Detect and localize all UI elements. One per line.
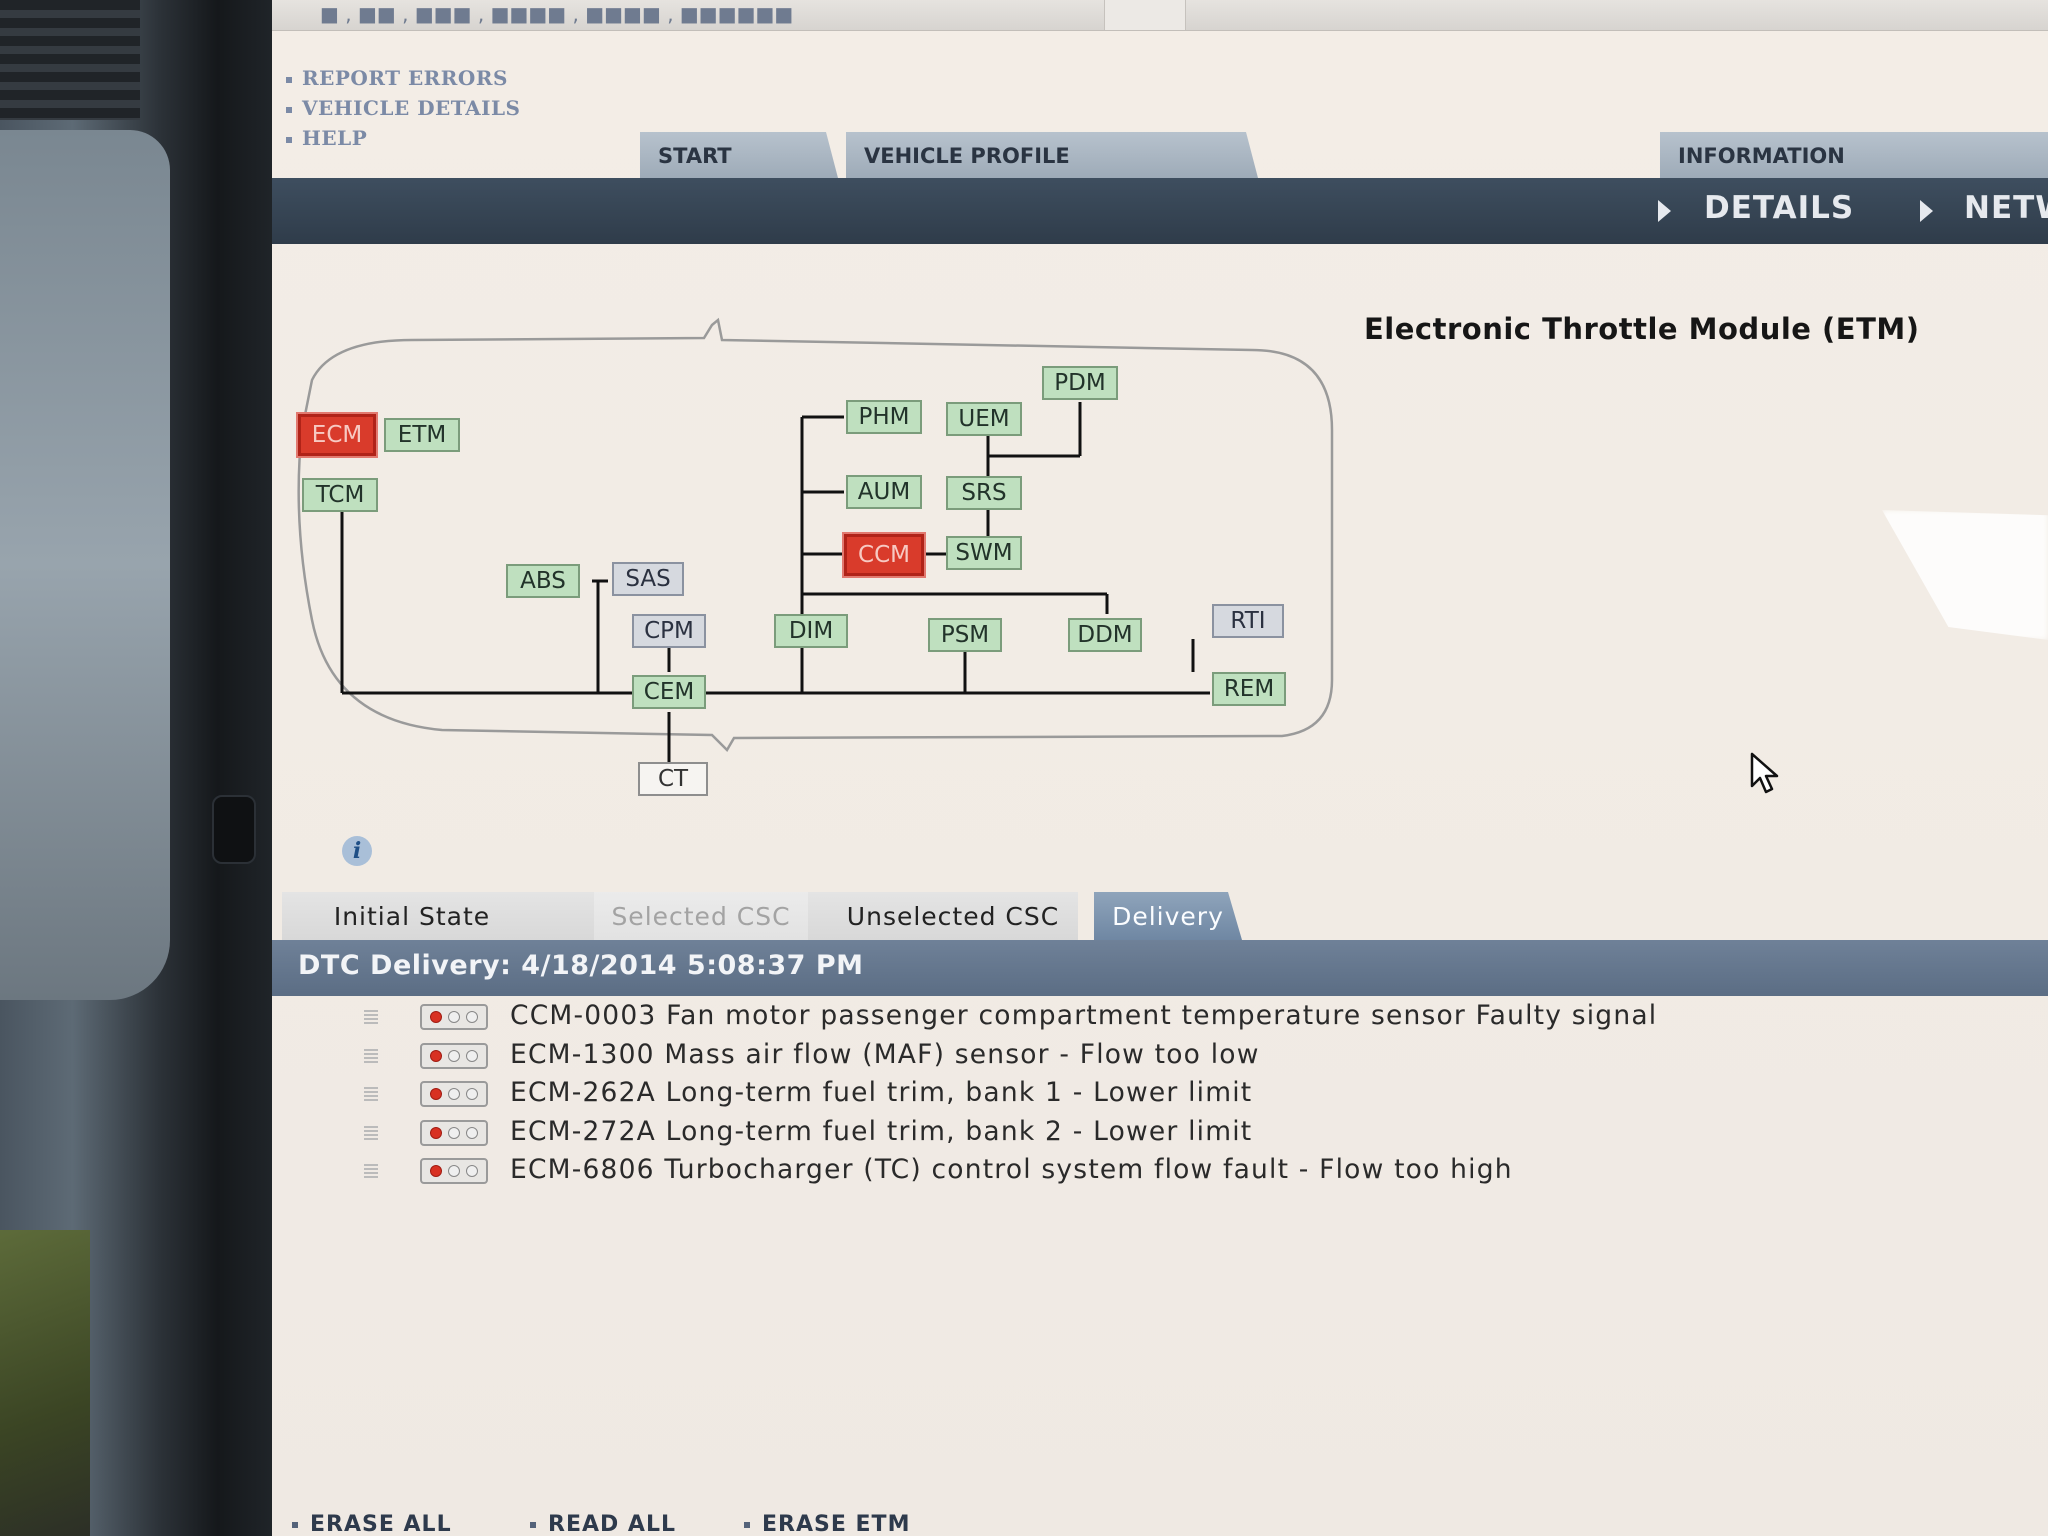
dtc-header-text: DTC Delivery: 4/18/2014 5:08:37 PM	[298, 950, 864, 981]
action-label: READ ALL	[548, 1512, 676, 1536]
node-cpm[interactable]: CPM	[632, 614, 706, 648]
bullet-icon	[292, 1522, 298, 1528]
drag-handle-icon[interactable]	[364, 1087, 378, 1101]
node-abs[interactable]: ABS	[506, 564, 580, 598]
dtc-text: ECM-1300 Mass air flow (MAF) sensor - Fl…	[510, 1038, 1260, 1070]
node-uem[interactable]: UEM	[946, 402, 1022, 436]
node-ecm[interactable]: ECM	[298, 414, 376, 456]
drag-handle-icon[interactable]	[364, 1010, 378, 1024]
nav-network[interactable]: NETW	[1964, 190, 2048, 226]
mouse-pointer-icon	[1750, 752, 1779, 794]
bullet-icon	[286, 136, 292, 143]
bottom-actions: ERASE ALL READ ALL ERASE ETM	[292, 1512, 1692, 1536]
status-lights-icon	[420, 1042, 488, 1069]
report-errors-link[interactable]: REPORT ERRORS	[286, 66, 520, 90]
window-titlebar: ■ , ■■ , ■■■ , ■■■■ , ■■■■ , ■■■■■■	[272, 0, 2048, 31]
status-lights-icon	[420, 1081, 488, 1107]
dtc-row[interactable]: ECM-262A Long-term fuel trim, bank 1 - L…	[272, 1075, 2048, 1114]
node-cem[interactable]: CEM	[632, 675, 706, 709]
bullet-icon	[286, 106, 292, 113]
help-link[interactable]: HELP	[286, 126, 520, 150]
node-tcm[interactable]: TCM	[302, 478, 378, 512]
car-dashboard	[0, 130, 170, 1000]
node-ddm[interactable]: DDM	[1068, 618, 1142, 652]
background-grass	[0, 1230, 90, 1536]
dtc-header: DTC Delivery: 4/18/2014 5:08:37 PM	[272, 940, 2048, 996]
status-lights-icon	[420, 1004, 488, 1030]
erase-all-button[interactable]: ERASE ALL	[292, 1512, 452, 1536]
screen-glare	[1882, 510, 2048, 640]
screen: ■ , ■■ , ■■■ , ■■■■ , ■■■■ , ■■■■■■ REPO…	[272, 0, 2048, 1536]
car-vent	[0, 0, 140, 120]
drag-handle-icon[interactable]	[364, 1164, 378, 1178]
status-lights-icon	[420, 1158, 488, 1184]
module-title: Electronic Throttle Module (ETM)	[1364, 312, 1920, 346]
nav-details[interactable]: DETAILS	[1704, 190, 1855, 226]
tab-selected-csc: Selected CSC	[594, 892, 808, 940]
read-all-button[interactable]: READ ALL	[530, 1512, 676, 1536]
node-dim[interactable]: DIM	[774, 614, 848, 648]
node-pdm[interactable]: PDM	[1042, 366, 1118, 400]
link-label: VEHICLE DETAILS	[302, 96, 521, 120]
dtc-row[interactable]: ECM-6806 Turbocharger (TC) control syste…	[272, 1152, 2048, 1191]
bullet-icon	[286, 76, 292, 83]
dtc-row[interactable]: ECM-1300 Mass air flow (MAF) sensor - Fl…	[272, 1037, 2048, 1076]
dtc-text: CCM-0003 Fan motor passenger compartment…	[510, 1000, 1658, 1031]
link-label: HELP	[302, 126, 368, 150]
tab-delivery[interactable]: Delivery	[1094, 892, 1242, 940]
vehicle-outline	[297, 317, 1334, 753]
node-etm[interactable]: ETM	[384, 418, 460, 452]
bullet-icon	[530, 1522, 536, 1528]
tab-information[interactable]: INFORMATION	[1660, 132, 2048, 178]
drag-handle-icon[interactable]	[364, 1048, 378, 1063]
dtc-text: ECM-262A Long-term fuel trim, bank 1 - L…	[510, 1077, 1253, 1108]
triangle-right-icon	[1920, 200, 1933, 222]
node-aum[interactable]: AUM	[846, 475, 922, 509]
node-swm[interactable]: SWM	[946, 536, 1022, 570]
action-label: ERASE ALL	[310, 1512, 452, 1536]
tab-start[interactable]: START	[640, 132, 838, 178]
dtc-list: CCM-0003 Fan motor passenger compartment…	[272, 998, 2048, 1191]
node-psm[interactable]: PSM	[928, 618, 1002, 652]
info-icon[interactable]: i	[342, 836, 372, 866]
network-wiring	[297, 317, 1334, 762]
tab-unselected-csc[interactable]: Unselected CSC	[828, 892, 1078, 940]
dtc-row[interactable]: ECM-272A Long-term fuel trim, bank 2 - L…	[272, 1114, 2048, 1153]
side-links: REPORT ERRORS VEHICLE DETAILS HELP	[286, 66, 520, 156]
network-diagram: ECM ETM TCM ABS SAS CPM CEM CT PHM AUM C…	[272, 300, 1342, 820]
node-ccm[interactable]: CCM	[844, 534, 924, 576]
node-phm[interactable]: PHM	[846, 400, 922, 434]
dtc-text: ECM-6806 Turbocharger (TC) control syste…	[510, 1154, 1513, 1185]
triangle-right-icon	[1658, 200, 1671, 222]
vehicle-details-link[interactable]: VEHICLE DETAILS	[286, 96, 520, 120]
action-label: ERASE ETM	[762, 1512, 911, 1536]
drag-handle-icon[interactable]	[364, 1125, 378, 1140]
status-lights-icon	[420, 1119, 488, 1146]
dtc-text: ECM-272A Long-term fuel trim, bank 2 - L…	[510, 1115, 1253, 1147]
node-rti[interactable]: RTI	[1212, 604, 1284, 638]
window-title: ■ , ■■ , ■■■ , ■■■■ , ■■■■ , ■■■■■■	[320, 2, 794, 26]
node-rem[interactable]: REM	[1212, 672, 1286, 706]
bullet-icon	[744, 1522, 750, 1528]
link-label: REPORT ERRORS	[302, 66, 508, 90]
node-srs[interactable]: SRS	[946, 476, 1022, 510]
dtc-row[interactable]: CCM-0003 Fan motor passenger compartment…	[272, 998, 2048, 1037]
erase-etm-button[interactable]: ERASE ETM	[744, 1512, 910, 1536]
tab-vehicle-profile[interactable]: VEHICLE PROFILE	[846, 132, 1258, 178]
bezel-latch	[212, 795, 256, 864]
node-sas[interactable]: SAS	[612, 562, 684, 596]
navigation-bar: DETAILS NETW	[272, 178, 2048, 244]
node-ct[interactable]: CT	[638, 762, 708, 796]
tab-initial-state[interactable]: Initial State	[282, 892, 542, 940]
window-tab[interactable]	[1104, 0, 1186, 30]
state-tabs: Initial State Selected CSC Unselected CS…	[272, 892, 2048, 940]
